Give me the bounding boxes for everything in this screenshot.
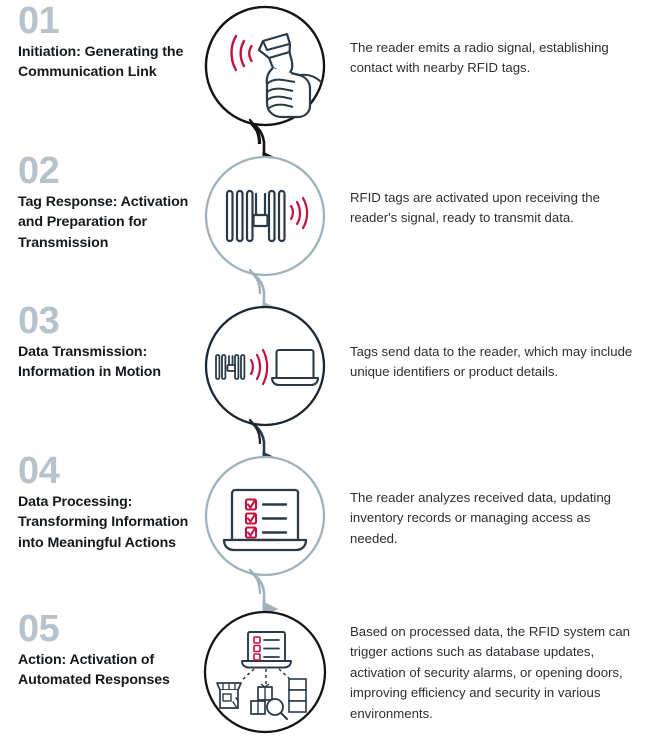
step-title-01: Initiation: Generating the Communication…: [18, 43, 184, 81]
step-badge-03[interactable]: [203, 304, 327, 451]
laptop-checklist-icon: [222, 488, 308, 552]
step-description-02: RFID tags are activated upon receiving t…: [350, 190, 600, 226]
step-row-03: 03 Data Transmission: Information in Mot…: [0, 300, 650, 447]
tag-to-laptop-transmission-icon: [215, 348, 320, 387]
step-row-04: 04 Data Processing: Transforming Informa…: [0, 450, 650, 597]
step-title-02: Tag Response: Activation and Preparation…: [18, 193, 189, 251]
step-row-05: 05 Action: Activation of Automated Respo…: [0, 600, 650, 747]
step-text-block-03: 03 Data Transmission: Information in Mot…: [18, 300, 203, 383]
step-badge-05[interactable]: [203, 608, 327, 747]
step-title-04: Data Processing: Transforming Informatio…: [18, 493, 189, 551]
step-text-block-01: 01 Initiation: Generating the Communicat…: [18, 0, 203, 83]
step-description-03: Tags send data to the reader, which may …: [350, 344, 633, 380]
step-number-03: 03: [18, 300, 60, 342]
step-number-05: 05: [18, 608, 60, 650]
step-number-04: 04: [18, 450, 60, 492]
step-number-01: 01: [18, 0, 60, 42]
step-row-02: 02 Tag Response: Activation and Preparat…: [0, 150, 650, 297]
automated-network-actions-icon: [216, 631, 307, 720]
rfid-handheld-reader-icon: [230, 32, 322, 119]
step-text-block-05: 05 Action: Activation of Automated Respo…: [18, 608, 203, 691]
step-text-block-04: 04 Data Processing: Transforming Informa…: [18, 450, 203, 553]
step-desc-block-03: Tags send data to the reader, which may …: [350, 342, 640, 383]
step-badge-04[interactable]: [203, 454, 327, 601]
step-desc-block-05: Based on processed data, the RFID system…: [350, 622, 640, 724]
step-text-block-02: 02 Tag Response: Activation and Preparat…: [18, 150, 203, 253]
step-desc-block-01: The reader emits a radio signal, establi…: [350, 38, 640, 79]
step-badge-01[interactable]: [203, 4, 327, 151]
step-desc-block-04: The reader analyzes received data, updat…: [350, 488, 640, 549]
step-badge-02[interactable]: [203, 154, 327, 301]
step-title-05: Action: Activation of Automated Response…: [18, 651, 170, 689]
step-description-04: The reader analyzes received data, updat…: [350, 490, 611, 546]
step-number-02: 02: [18, 150, 60, 192]
step-title-03: Data Transmission: Information in Motion: [18, 343, 161, 381]
step-description-05: Based on processed data, the RFID system…: [350, 624, 631, 721]
rfid-tag-antenna-icon: [225, 189, 309, 243]
step-row-01: 01 Initiation: Generating the Communicat…: [0, 0, 650, 147]
step-description-01: The reader emits a radio signal, establi…: [350, 40, 609, 76]
step-desc-block-02: RFID tags are activated upon receiving t…: [350, 188, 640, 229]
badge-outline-03: [204, 305, 326, 444]
